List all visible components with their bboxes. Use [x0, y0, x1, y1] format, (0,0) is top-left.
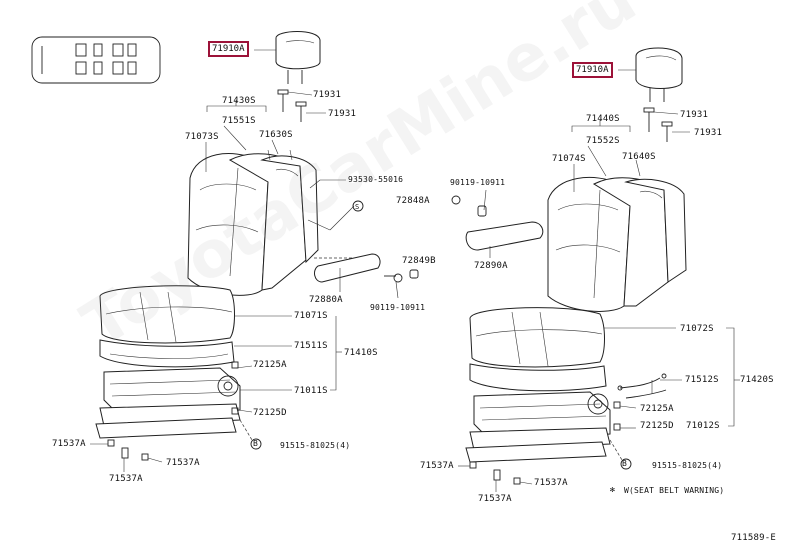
right-clip-marker-label: B	[622, 459, 628, 468]
left-armrest-cover-label[interactable]: 72880A	[309, 295, 343, 305]
right-note-symbol: ✻	[610, 485, 616, 494]
right-rail-cover-label-1[interactable]: 71537A	[420, 461, 454, 471]
right-back-cover-assy-label[interactable]: 71440S	[586, 114, 620, 124]
right-knob-label[interactable]: 72848A	[396, 196, 430, 206]
left-back-cover-label[interactable]: 71551S	[222, 116, 256, 126]
left-knob-label[interactable]: 72849B	[402, 256, 436, 266]
right-back-assy-label[interactable]: 71074S	[552, 154, 586, 164]
left-rail-cover-label-1[interactable]: 71537A	[52, 439, 86, 449]
left-back-assy-label[interactable]: 71073S	[185, 132, 219, 142]
left-adjuster-cover-a-label[interactable]: 72125A	[253, 360, 287, 370]
right-note-label: W(SEAT BELT WARNING)	[624, 486, 725, 495]
vehicle-seat-location-icon	[31, 36, 161, 84]
right-adjuster-cover-d-label[interactable]: 72125D	[640, 421, 674, 431]
left-leader-lines: S	[205, 100, 374, 259]
right-adjuster-cover-a-label[interactable]: 72125A	[640, 404, 674, 414]
left-cushion-frame-label[interactable]: 71011S	[294, 386, 328, 396]
left-headrest-label[interactable]: 71910A	[208, 41, 249, 57]
left-screw-code-label[interactable]: 90119-10911	[370, 303, 426, 312]
right-headrest-guide-label-2[interactable]: 71931	[694, 128, 723, 138]
left-rail-cover-label-2[interactable]: 71537A	[166, 458, 200, 468]
figure-code-label: 711589-E	[731, 533, 776, 543]
right-leader-lines	[483, 120, 641, 211]
left-clip-marker-label: B	[253, 439, 259, 448]
right-cushion-pad-label[interactable]: 71420S	[740, 375, 774, 385]
right-armrest-drawing	[451, 195, 544, 258]
right-wiring-drawing	[617, 373, 667, 399]
right-rail-cover-label-2[interactable]: 71537A	[534, 478, 568, 488]
left-cushion-pad-label[interactable]: 71410S	[344, 348, 378, 358]
left-guides-drawing	[277, 89, 326, 122]
left-armrest-drawing	[314, 253, 419, 299]
right-back-cover-label[interactable]: 71552S	[586, 136, 620, 146]
left-seatback-drawing	[187, 149, 319, 296]
left-adjuster-cover-d-label[interactable]: 72125D	[253, 408, 287, 418]
right-clip-code-label[interactable]: 91515-81025(4)	[652, 461, 723, 470]
left-cushion-assy-label[interactable]: 71071S	[294, 311, 328, 321]
left-rail-cover-label-3[interactable]: 71537A	[109, 474, 143, 484]
right-headrest-drawing	[618, 47, 683, 102]
left-headrest-guide-label-2[interactable]: 71931	[328, 109, 357, 119]
right-headrest-label[interactable]: 71910A	[572, 62, 613, 78]
left-headrest-guide-label-1[interactable]: 71931	[313, 90, 342, 100]
right-cushion-drawing	[469, 307, 740, 427]
right-seatback-drawing	[547, 177, 687, 312]
right-back-frame-label[interactable]: 71640S	[622, 152, 656, 162]
left-cushion-cover-label[interactable]: 71511S	[294, 341, 328, 351]
right-cushion-frame-label[interactable]: 71012S	[686, 421, 720, 431]
right-guides-drawing	[643, 107, 690, 142]
right-frame-drawing	[458, 391, 637, 492]
right-cushion-assy-label[interactable]: 71072S	[680, 324, 714, 334]
right-screw-code-label[interactable]: 90119-10911	[450, 178, 506, 187]
left-bolt-code-label[interactable]: 93530-55016	[348, 175, 404, 184]
right-rail-cover-label-3[interactable]: 71537A	[478, 494, 512, 504]
left-headrest-drawing	[254, 31, 321, 84]
right-armrest-cover-label[interactable]: 72890A	[474, 261, 508, 271]
left-back-cover-assy-label[interactable]: 71430S	[222, 96, 256, 106]
left-frame-drawing	[90, 361, 262, 472]
right-cushion-cover-label[interactable]: 71512S	[685, 375, 719, 385]
right-headrest-guide-label-1[interactable]: 71931	[680, 110, 709, 120]
svg-text:S: S	[355, 203, 359, 211]
left-back-frame-label[interactable]: 71630S	[259, 130, 293, 140]
left-cushion-drawing	[99, 285, 342, 391]
left-clip-code-label[interactable]: 91515-81025(4)	[280, 441, 351, 450]
